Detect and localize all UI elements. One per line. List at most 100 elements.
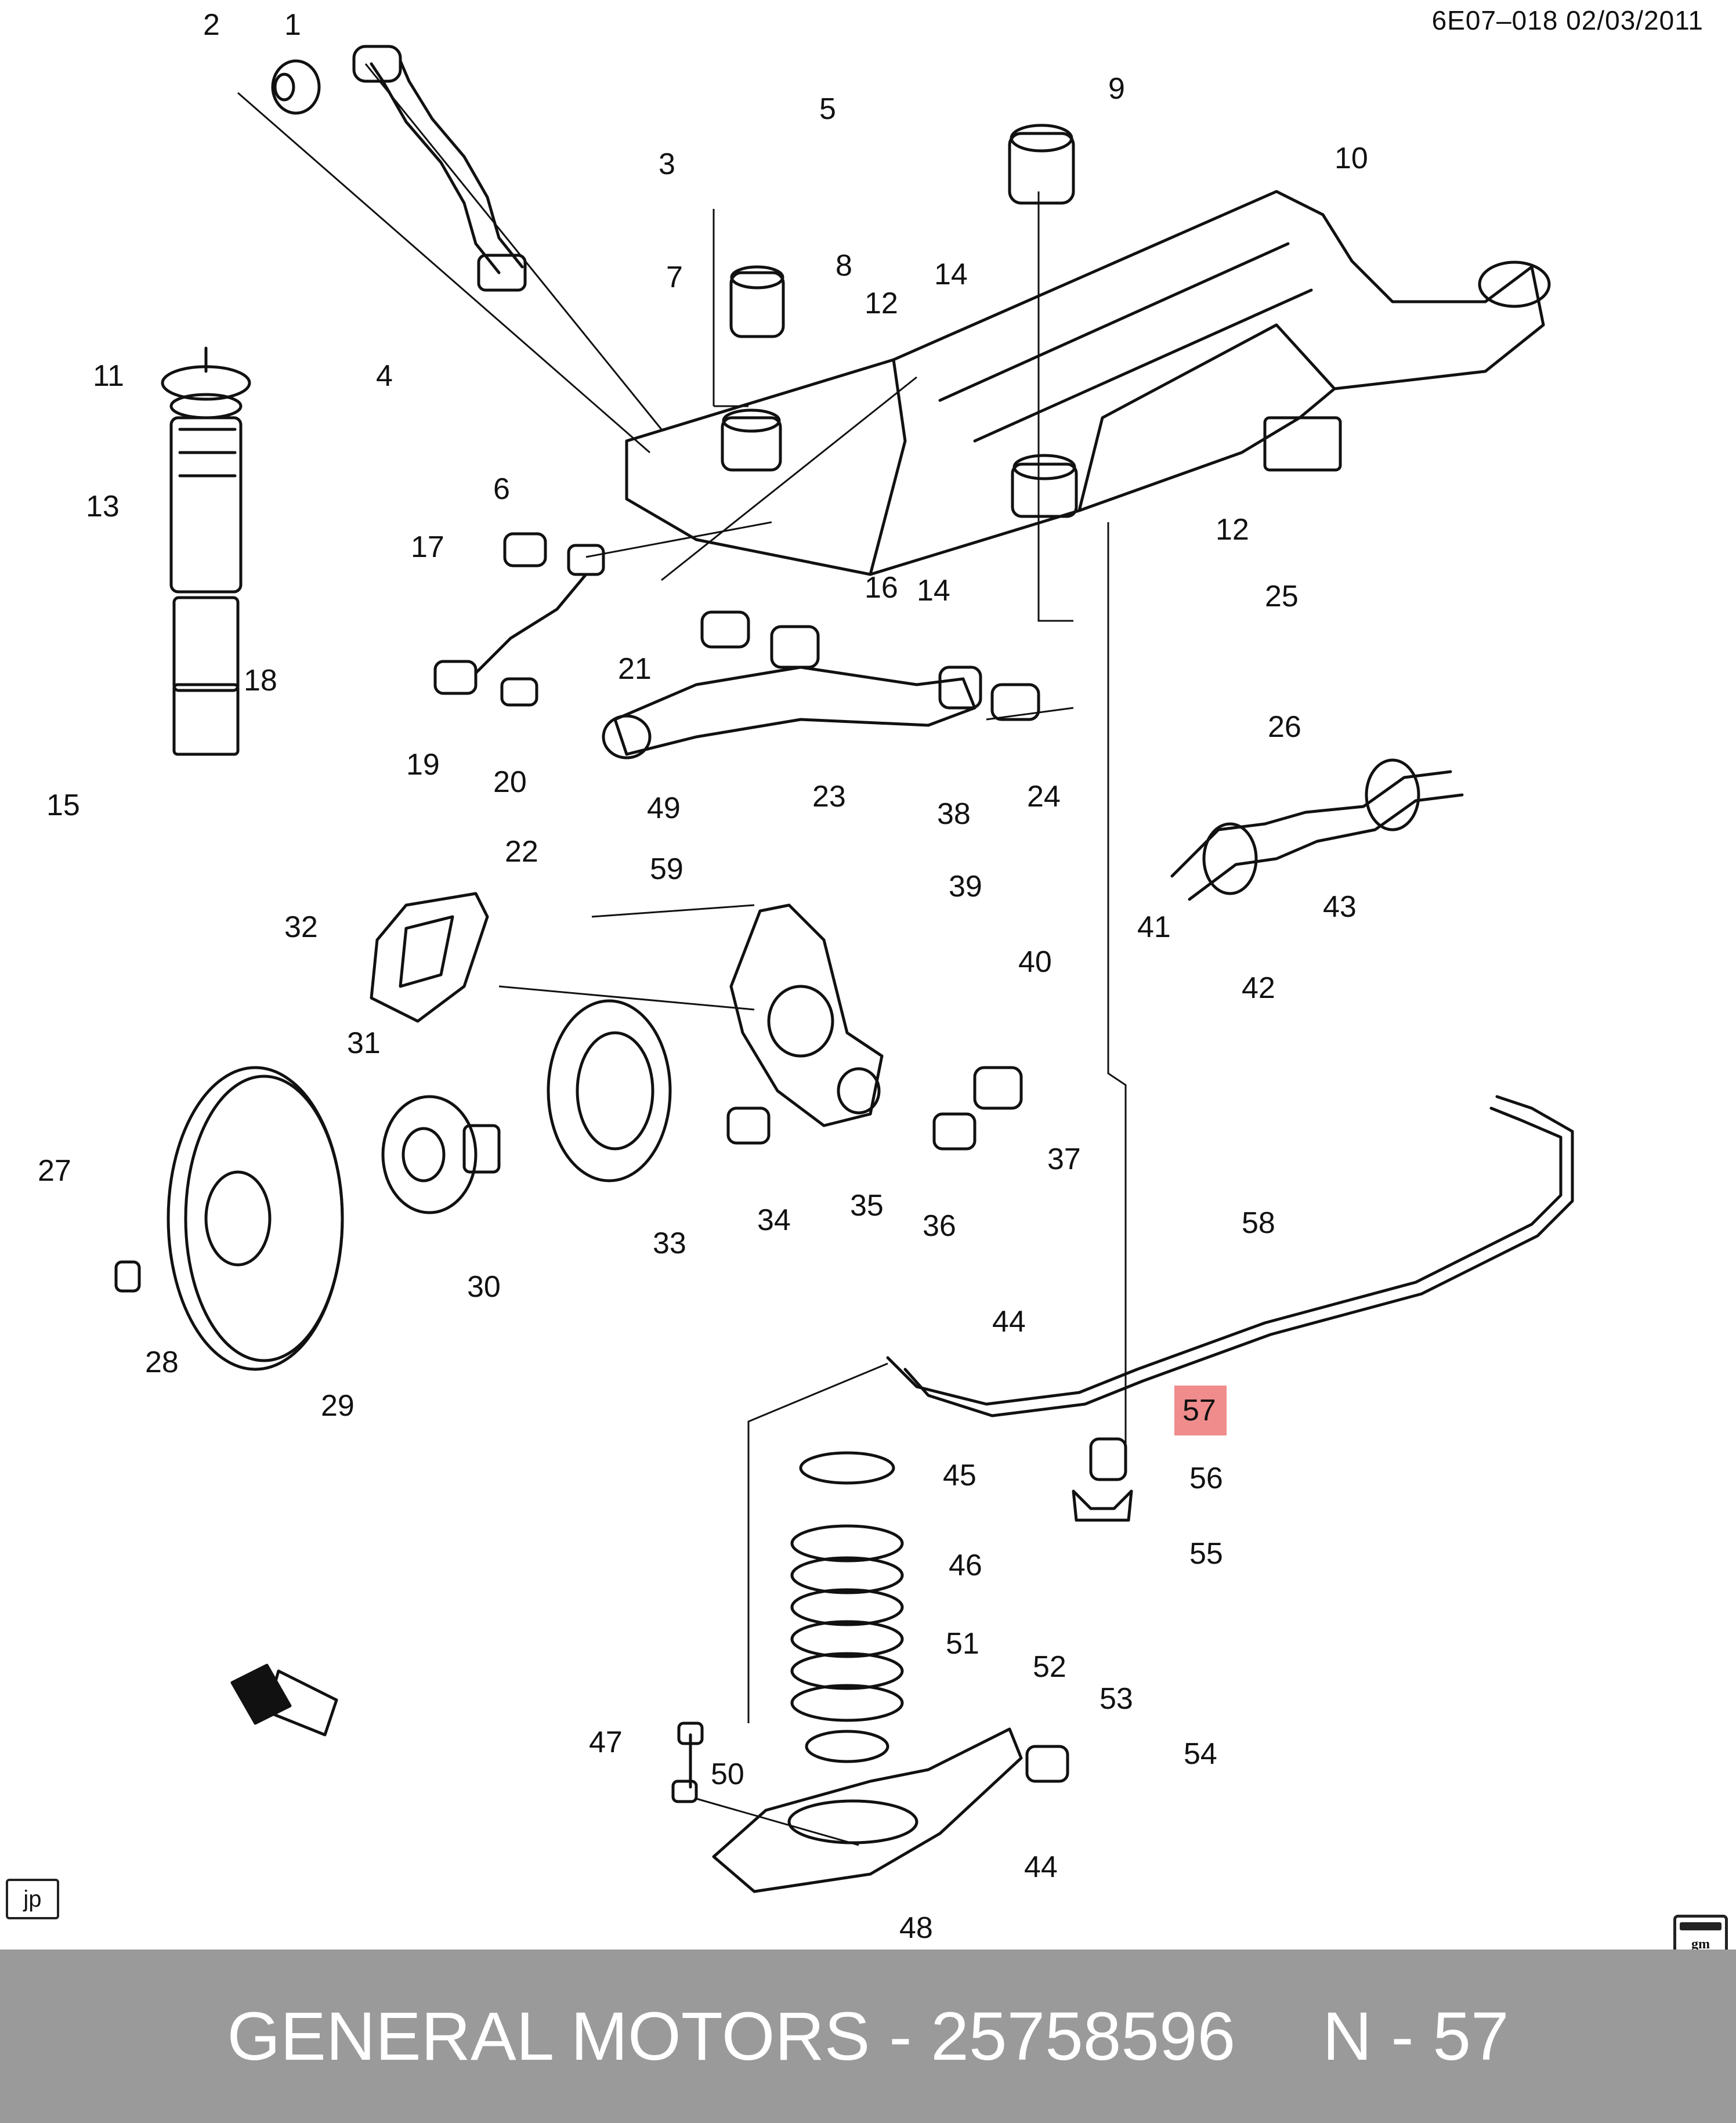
bushing-8 <box>729 265 785 338</box>
callout-label: 22 <box>505 835 538 869</box>
toe-link <box>433 532 605 707</box>
stabilizer-bar <box>886 1095 1574 1417</box>
callout-label: 10 <box>1334 142 1368 175</box>
callout-label: 39 <box>949 870 982 903</box>
callout-label: 48 <box>899 1911 933 1945</box>
callout-label: 11 <box>93 359 124 393</box>
bushing-21 <box>700 610 750 649</box>
lower-control-arm <box>602 625 982 759</box>
bushing-37 <box>973 1066 1023 1110</box>
steering-knuckle <box>729 903 884 1127</box>
callout-label: 17 <box>411 530 444 564</box>
callout-label: 45 <box>943 1459 976 1492</box>
callout-label: 14 <box>917 574 950 607</box>
coil-spring <box>790 1451 904 1763</box>
callout-label: 4 <box>376 359 393 393</box>
callout-label: 3 <box>659 147 675 181</box>
callout-label: 35 <box>850 1189 884 1223</box>
callout-label: 30 <box>467 1270 501 1304</box>
callout-label: 55 <box>1189 1537 1223 1571</box>
bushing-24 <box>990 683 1040 721</box>
drive-axle <box>1170 758 1464 901</box>
callout-label: 52 <box>1033 1650 1066 1684</box>
stabilizer-link <box>671 1721 704 1803</box>
callout-57-highlight <box>1174 1386 1227 1435</box>
callout-label: 47 <box>589 1726 623 1759</box>
upper-control-link <box>352 45 527 292</box>
brake-rotor <box>167 1066 344 1371</box>
callout-label: 32 <box>284 910 318 944</box>
rear-lower-spring-arm <box>712 1727 1023 1893</box>
hub-bearing <box>381 1095 501 1214</box>
callout-label: 44 <box>1024 1850 1058 1884</box>
callout-label: 36 <box>923 1209 956 1243</box>
bushing-34 <box>726 1106 771 1145</box>
bushing-36 <box>932 1112 976 1151</box>
callout-label: 34 <box>757 1203 791 1237</box>
diagram-reference-code: 6E07–018 02/03/2011 <box>1431 5 1704 35</box>
leader-lines <box>237 63 1127 1846</box>
callout-label: 12 <box>1216 513 1249 547</box>
callout-label: 51 <box>946 1627 979 1661</box>
callout-label: 49 <box>647 791 681 825</box>
callout-label: 31 <box>347 1026 381 1060</box>
callout-label: 20 <box>493 765 527 799</box>
footer-item-number: N - 57 <box>1322 1998 1509 2075</box>
brake-caliper <box>370 892 489 1023</box>
shock-absorber <box>161 346 251 756</box>
subframe-bushing-left <box>721 408 782 472</box>
rear-subframe <box>625 190 1551 576</box>
stabilizer-bushing-57 <box>1089 1437 1127 1481</box>
callout-label: 8 <box>836 249 852 283</box>
callout-label: 1 <box>284 8 301 42</box>
callout-label: 54 <box>1184 1737 1217 1771</box>
stabilizer-clamp-56 <box>1072 1489 1133 1522</box>
callout-label: 28 <box>145 1346 179 1379</box>
callout-label: 18 <box>244 664 277 697</box>
callout-label: 40 <box>1018 945 1052 979</box>
callout-label: 59 <box>650 852 683 886</box>
callout-label: 26 <box>1268 710 1301 744</box>
callout-label: 56 <box>1189 1462 1223 1495</box>
callout-label: 29 <box>321 1389 355 1423</box>
callout-label: 6 <box>493 472 510 506</box>
front-direction-icon <box>230 1663 338 1737</box>
callout-label: 57 <box>1182 1394 1216 1427</box>
callout-label: 7 <box>666 261 683 294</box>
callout-label: 9 <box>1108 72 1125 106</box>
callout-label: 15 <box>46 789 80 822</box>
callout-label: 46 <box>949 1549 982 1582</box>
callout-label: 12 <box>865 287 898 320</box>
footer-part-number: GENERAL MOTORS - 25758596 <box>227 1998 1236 2075</box>
splash-shield <box>547 999 672 1182</box>
logo-top-text: gm <box>1691 1937 1710 1952</box>
callout-label: 38 <box>937 797 971 831</box>
footer-banner: GENERAL MOTORS - 25758596 N - 57 <box>0 1950 1736 2123</box>
bushing-2 <box>271 59 321 115</box>
callout-label: 53 <box>1100 1682 1133 1716</box>
callout-label: 42 <box>1242 971 1275 1005</box>
callout-label: 5 <box>819 92 836 126</box>
callout-label: 19 <box>406 748 440 782</box>
callout-label: 23 <box>812 780 846 813</box>
callout-label: 41 <box>1137 910 1171 944</box>
bushing-9 <box>1008 124 1075 205</box>
callout-label: 37 <box>1047 1142 1081 1176</box>
callout-label: 25 <box>1265 580 1299 613</box>
hub-nut-28 <box>114 1260 141 1293</box>
jp-badge: jp <box>6 1879 59 1919</box>
callout-label: 43 <box>1323 890 1357 924</box>
callout-label: 50 <box>711 1757 744 1791</box>
callout-label: 21 <box>618 652 652 686</box>
callout-label: 33 <box>653 1227 686 1260</box>
callout-label: 2 <box>203 8 220 42</box>
suspension-exploded-diagram: 1 2 3 4 5 6 7 8 9 10 11 12 12 13 14 14 1… <box>38 8 1574 1945</box>
bushing-53 <box>1025 1745 1069 1783</box>
callout-label: 14 <box>934 258 968 291</box>
callout-label: 16 <box>865 571 898 605</box>
callout-label: 58 <box>1242 1206 1275 1240</box>
callout-label: 24 <box>1027 780 1061 813</box>
callout-labels: 1 2 3 4 5 6 7 8 9 10 11 12 12 13 14 14 1… <box>38 8 1368 1945</box>
callout-label: 27 <box>38 1154 71 1188</box>
callout-label: 13 <box>86 490 120 523</box>
